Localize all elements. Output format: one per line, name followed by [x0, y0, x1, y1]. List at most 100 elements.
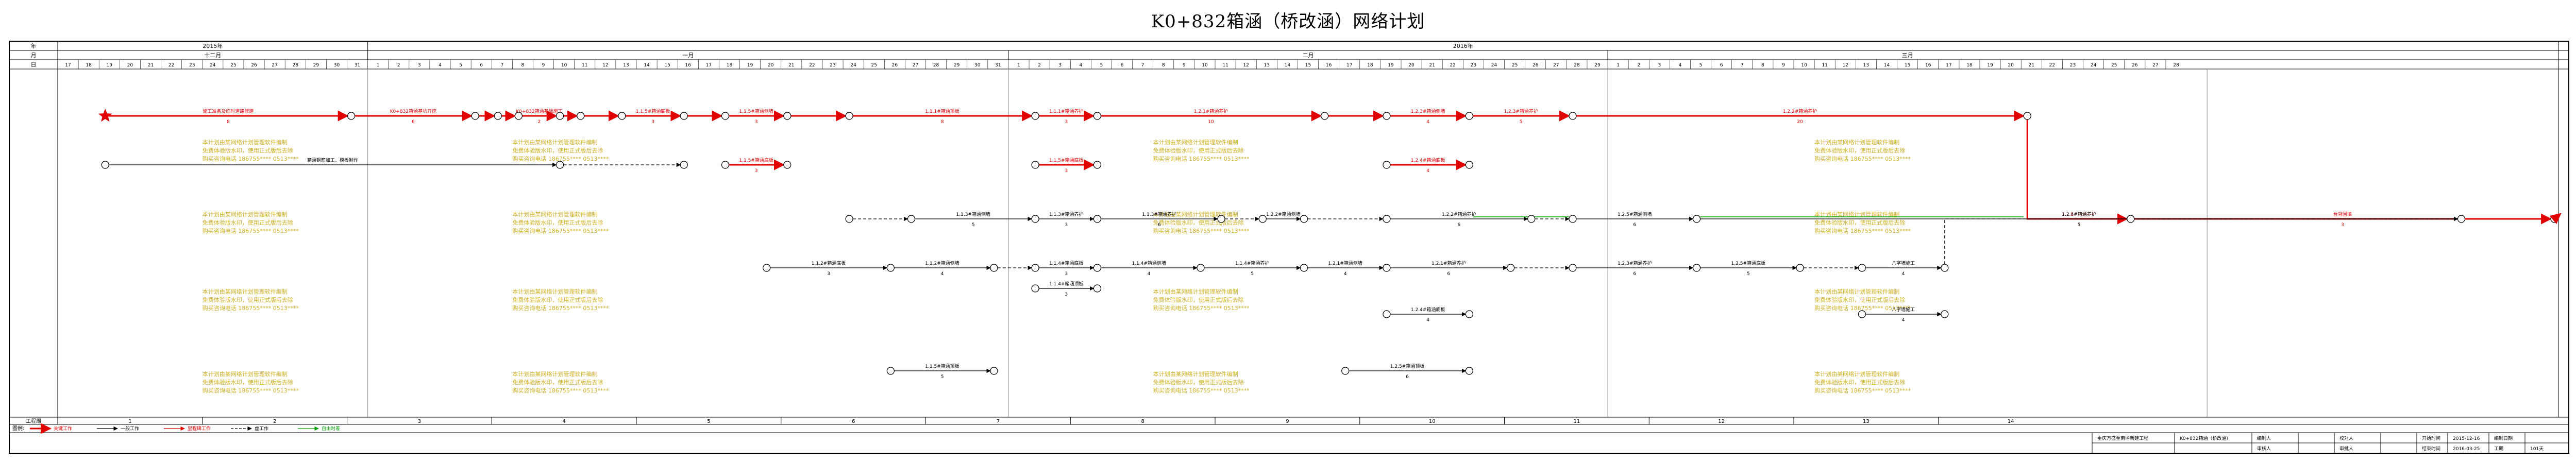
day-label: 20 — [1408, 63, 1415, 68]
day-label: 16 — [1326, 63, 1332, 68]
day-label: 22 — [2049, 63, 2055, 68]
activity-duration: 4 — [1344, 271, 1347, 277]
day-label: 21 — [1429, 63, 1435, 68]
day-label: 18 — [1367, 63, 1373, 68]
day-label: 18 — [1966, 63, 1973, 68]
header-row-label: 日 — [31, 61, 37, 68]
day-label: 14 — [1285, 63, 1291, 68]
activity-label: 1.2.2#箱涵养护 — [1442, 211, 1476, 217]
day-label: 23 — [1471, 63, 1476, 68]
activity-duration: 6 — [1633, 223, 1636, 228]
watermark-text: 购买咨询电话 186755**** 0513**** — [1814, 155, 1911, 162]
activity-duration: 4 — [1426, 168, 1429, 174]
year-label: 2015年 — [203, 42, 223, 49]
week-label: 1 — [128, 419, 131, 424]
activity-label: 1.1.4#箱涵养护 — [1235, 260, 1269, 266]
day-label: 11 — [1222, 63, 1228, 68]
day-label: 24 — [1491, 63, 1497, 68]
day-label: 13 — [1863, 63, 1869, 68]
day-label: 10 — [1202, 63, 1208, 68]
event-node — [1465, 112, 1473, 120]
watermark-text: 免费体验版水印，使用正式版后去除 — [1814, 379, 1905, 386]
day-label: 25 — [871, 63, 877, 68]
event-node — [1031, 161, 1039, 169]
day-label: 8 — [1761, 63, 1764, 68]
activity-duration: 6 — [412, 119, 415, 125]
event-node — [845, 112, 853, 120]
watermark-text: 免费体验版水印，使用正式版后去除 — [512, 219, 603, 226]
event-node — [2023, 112, 2031, 120]
header-row-label: 月 — [31, 52, 37, 59]
event-node — [1031, 215, 1039, 223]
event-node — [783, 112, 792, 120]
day-label: 10 — [561, 63, 567, 68]
day-label: 22 — [169, 63, 174, 68]
activity-duration: 3 — [1065, 223, 1068, 228]
activity-duration: 5 — [972, 223, 975, 228]
day-label: 17 — [706, 63, 712, 68]
event-node — [763, 264, 771, 272]
year-label: 2016年 — [1453, 42, 1473, 49]
week-label: 6 — [852, 419, 855, 424]
day-label: 14 — [644, 63, 650, 68]
event-node — [1197, 264, 1205, 272]
activity-duration: 4 — [1148, 271, 1151, 277]
legend-item: 一般工作 — [121, 425, 139, 432]
day-label: 28 — [1574, 63, 1580, 68]
week-label: 2 — [273, 419, 276, 424]
info-cell: 2016-03-25 — [2453, 447, 2480, 452]
day-label: 30 — [974, 63, 981, 68]
activity-label: 1.2.4#箱涵底板 — [1411, 306, 1445, 313]
event-node — [556, 161, 564, 169]
activity-duration: 8 — [941, 119, 944, 125]
activity-label: 1.2.1#箱涵养护 — [1194, 108, 1228, 114]
watermark-text: 本计划由某网络计划管理软件编制 — [203, 211, 288, 218]
activity-label: 1.1.5#箱涵底板 — [739, 157, 773, 163]
activity-duration: 3 — [651, 119, 654, 125]
event-node — [680, 112, 688, 120]
activity-duration: 2 — [538, 119, 541, 125]
activity-duration: 10 — [1208, 119, 1214, 125]
event-node — [2457, 215, 2466, 223]
legend-item: 关键工作 — [54, 425, 72, 432]
activity-duration: 4 — [1902, 271, 1905, 277]
event-node — [1692, 264, 1701, 272]
activity-label: 1.1.3#箱涵养护 — [1142, 211, 1176, 217]
day-label: 29 — [313, 63, 319, 68]
day-label: 5 — [1100, 63, 1103, 68]
watermark-text: 本计划由某网络计划管理软件编制 — [203, 139, 288, 146]
activity-label: 1.1.4#箱涵底板 — [1049, 260, 1083, 266]
activity-label: 1.1.3#箱涵侧墙 — [956, 211, 990, 217]
activity-label: 1.2.5#箱涵侧墙 — [1618, 211, 1652, 217]
info-cell: 编制人 — [2257, 435, 2271, 441]
event-node — [1692, 215, 1701, 223]
activity-label: 1.2.1#箱涵侧墙 — [1328, 260, 1362, 266]
event-node — [1527, 215, 1536, 223]
activity-label: K0+832箱涵基础施工 — [516, 108, 562, 114]
page-title: K0+832箱涵（桥改涵）网络计划 — [1151, 11, 1425, 32]
event-node — [1217, 215, 1225, 223]
day-label: 18 — [727, 63, 733, 68]
watermark-text: 本计划由某网络计划管理软件编制 — [1814, 139, 1899, 146]
activity-label: 1.2.5#箱涵底板 — [1731, 260, 1765, 266]
activity-label: 1.2.5#箱涵顶板 — [1390, 363, 1424, 369]
info-cell: 编制日期 — [2494, 435, 2513, 441]
info-cell: 校对人 — [2339, 435, 2353, 441]
watermark-text: 本计划由某网络计划管理软件编制 — [1153, 139, 1238, 146]
day-label: 18 — [86, 63, 92, 68]
day-label: 4 — [439, 63, 442, 68]
activity-duration: 6 — [1633, 271, 1636, 277]
legend-item: 自由时差 — [322, 425, 340, 432]
activity-duration: 3 — [827, 271, 830, 277]
watermark-text: 购买咨询电话 186755**** 0513**** — [512, 304, 609, 312]
activity-label: 1.1.2#箱涵侧墙 — [925, 260, 959, 266]
day-label: 8 — [521, 63, 525, 68]
day-label: 6 — [1720, 63, 1723, 68]
day-label: 23 — [830, 63, 835, 68]
week-label: 9 — [1286, 419, 1289, 424]
event-node — [783, 161, 792, 169]
day-label: 28 — [293, 63, 299, 68]
week-label: 7 — [997, 419, 1000, 424]
event-node — [1383, 264, 1391, 272]
activity-label: 1.2.3#箱涵侧墙 — [1411, 108, 1445, 114]
